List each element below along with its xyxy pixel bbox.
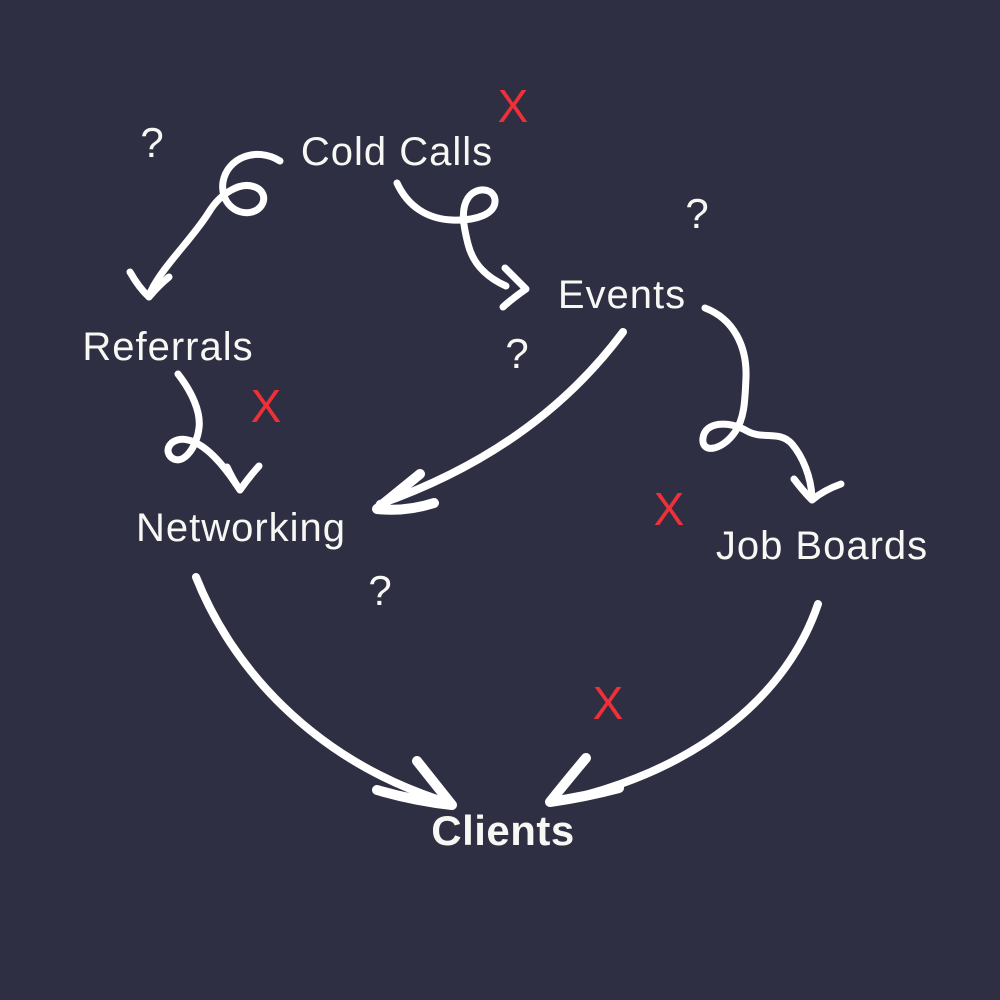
node-label-job-boards: Job Boards	[715, 524, 929, 568]
arrow-networking-to-clients-shaft	[192, 573, 441, 803]
cross-mark-near-referrals: X	[250, 380, 282, 432]
arrow-cold-calls-to-events	[393, 179, 530, 311]
node-label-referrals: Referrals	[82, 325, 254, 369]
arrow-networking-to-clients	[192, 573, 457, 810]
arrow-networking-to-clients-head	[372, 756, 457, 810]
arrow-events-to-job-boards-head	[790, 475, 845, 504]
cross-mark-near-cold-calls: X	[497, 80, 529, 132]
question-mark-above-events: ?	[685, 190, 709, 237]
arrow-cold-calls-to-referrals	[126, 150, 284, 301]
question-mark-top-left: ?	[140, 119, 164, 166]
arrow-job-boards-to-clients-head	[545, 753, 624, 807]
cross-mark-near-job-boards: X	[653, 483, 685, 535]
node-label-networking: Networking	[135, 506, 347, 550]
arrow-events-to-job-boards	[699, 304, 845, 504]
arrow-cold-calls-to-events-shaft	[393, 179, 510, 290]
node-label-cold-calls: Cold Calls	[300, 130, 494, 174]
arrow-job-boards-to-clients	[545, 600, 822, 807]
question-mark-below-events: ?	[505, 330, 529, 377]
arrow-events-to-networking	[372, 328, 627, 515]
node-label-clients: Clients	[431, 807, 575, 854]
arrow-cold-calls-to-referrals-shaft	[147, 150, 284, 295]
arrow-events-to-job-boards-shaft	[699, 304, 816, 501]
question-mark-below-networking: ?	[368, 567, 392, 614]
cross-mark-near-clients: X	[592, 677, 624, 729]
arrow-cold-calls-to-events-head	[499, 264, 530, 311]
arrow-cold-calls-to-referrals-head	[126, 268, 173, 301]
arrow-events-to-networking-shaft	[376, 328, 627, 508]
arrow-events-to-networking-head	[372, 469, 439, 515]
arrow-referrals-to-networking-head	[223, 462, 263, 494]
arrow-referrals-to-networking-shaft	[164, 370, 240, 488]
node-label-events: Events	[557, 273, 687, 317]
arrow-referrals-to-networking	[164, 370, 263, 494]
